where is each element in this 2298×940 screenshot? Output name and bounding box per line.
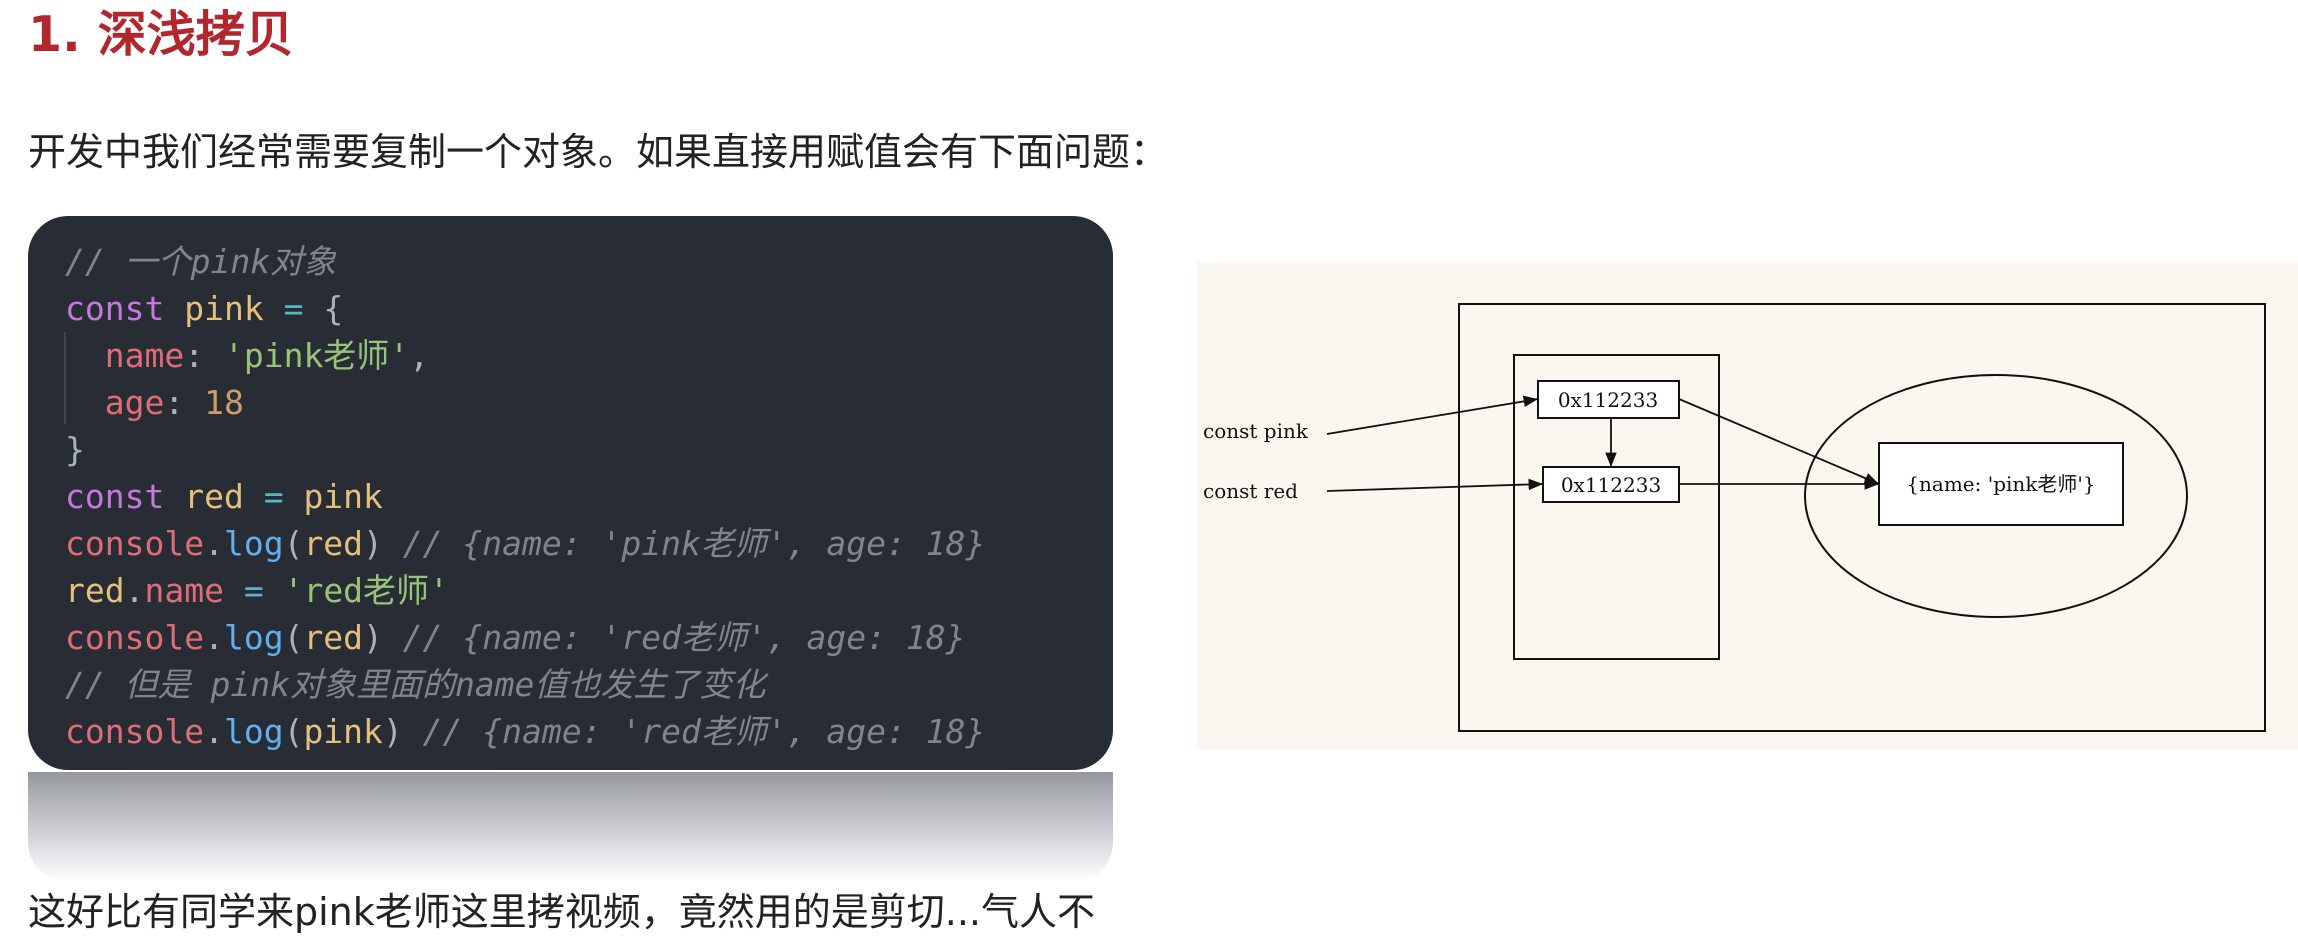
code-token: red — [303, 618, 364, 657]
code-token: 18 — [204, 383, 244, 422]
code-token: red — [184, 477, 244, 516]
section-heading: 1. 深浅拷贝 — [28, 6, 294, 63]
code-line: // 一个pink对象 — [65, 238, 985, 285]
code-line: console.log(red) // {name: 'pink老师', age… — [65, 520, 985, 567]
code-token: ( — [283, 712, 304, 751]
code-token: log — [223, 524, 284, 563]
diagram-svg: 0x112233 0x112233 {name: 'pink老师'} const… — [1203, 303, 2266, 732]
code-token: red — [303, 524, 364, 563]
reference-diagram: 0x112233 0x112233 {name: 'pink老师'} const… — [1197, 262, 2298, 749]
code-token: . — [204, 712, 224, 751]
code-token: // 但是 pink对象里面的name值也发生了变化 — [65, 665, 766, 704]
code-token: // {name: 'red老师', age: 18} — [422, 712, 986, 751]
code-token: console — [65, 712, 205, 751]
code-line: const red = pink — [65, 473, 985, 520]
code-lines: // 一个pink对象 const pink = { name: 'pink老师'… — [65, 238, 985, 755]
code-token: . — [204, 618, 224, 657]
stack-box — [1513, 354, 1720, 660]
code-block-reflection: console.log(pink) // {name: 'red老师', age… — [28, 772, 1113, 882]
code-token: // {name: 'pink老师', age: 18} — [402, 524, 986, 563]
code-token: const — [65, 477, 185, 516]
code-token: : — [184, 336, 224, 375]
arrow-pink-to-object — [1678, 398, 1880, 485]
code-token: const — [65, 289, 185, 328]
code-token: ( — [283, 618, 304, 657]
memory-outer-frame — [1458, 303, 2266, 732]
code-token: 'red老师' — [283, 571, 449, 610]
code-line: red.name = 'red老师' — [65, 567, 985, 614]
code-token: console — [65, 618, 205, 657]
outro-paragraph: 这好比有同学来pink老师这里拷视频，竟然用的是剪切...气人不 — [28, 890, 1096, 934]
code-token: red — [65, 571, 125, 610]
label-const-pink: const pink — [1203, 419, 1309, 443]
code-token: pink — [303, 477, 383, 516]
code-line: // 但是 pink对象里面的name值也发生了变化 — [65, 661, 985, 708]
code-token: pink — [184, 289, 264, 328]
code-token: // 一个pink对象 — [65, 242, 337, 281]
code-line: age: 18 — [65, 379, 985, 426]
intro-paragraph: 开发中我们经常需要复制一个对象。如果直接用赋值会有下面问题： — [28, 130, 1169, 174]
arrow-red-to-address — [1326, 478, 1544, 492]
code-token: ) — [363, 618, 403, 657]
code-token: console — [65, 524, 205, 563]
code-token: log — [223, 618, 284, 657]
code-token: name — [144, 571, 224, 610]
code-token: name — [65, 336, 185, 375]
code-token: pink — [303, 712, 383, 751]
code-token: } — [65, 430, 85, 469]
code-line: const pink = { — [65, 285, 985, 332]
address-red-text: 0x112233 — [1561, 473, 1661, 497]
code-line: console.log(red) // {name: 'red老师', age:… — [65, 614, 985, 661]
code-line: console.log(pink) // {name: 'red老师', age… — [65, 708, 985, 755]
code-token: ) — [363, 524, 403, 563]
code-token: { — [323, 289, 344, 328]
code-token: ( — [283, 524, 304, 563]
arrow-pink-to-address — [1326, 395, 1539, 435]
code-block: // 一个pink对象 const pink = { name: 'pink老师'… — [28, 216, 1113, 770]
code-token: ) — [382, 712, 423, 751]
code-token: = — [243, 477, 304, 516]
code-token: : — [164, 383, 205, 422]
code-token: . — [204, 524, 224, 563]
code-token: log — [223, 712, 284, 751]
code-token: , — [409, 336, 430, 375]
code-line: name: 'pink老师', — [65, 332, 985, 379]
code-token: . — [124, 571, 145, 610]
code-token: = — [223, 571, 284, 610]
code-line: } — [65, 426, 985, 473]
code-token: 'pink老师' — [223, 336, 410, 375]
heap-ellipse — [1804, 374, 2188, 618]
label-const-red: const red — [1203, 479, 1298, 503]
code-token: = — [263, 289, 324, 328]
indent-guide — [64, 332, 66, 424]
address-pink-text: 0x112233 — [1558, 388, 1658, 412]
code-token: // {name: 'red老师', age: 18} — [402, 618, 966, 657]
object-box — [1878, 442, 2124, 526]
code-token: age — [65, 383, 165, 422]
object-text: {name: 'pink老师'} — [1906, 472, 2095, 496]
